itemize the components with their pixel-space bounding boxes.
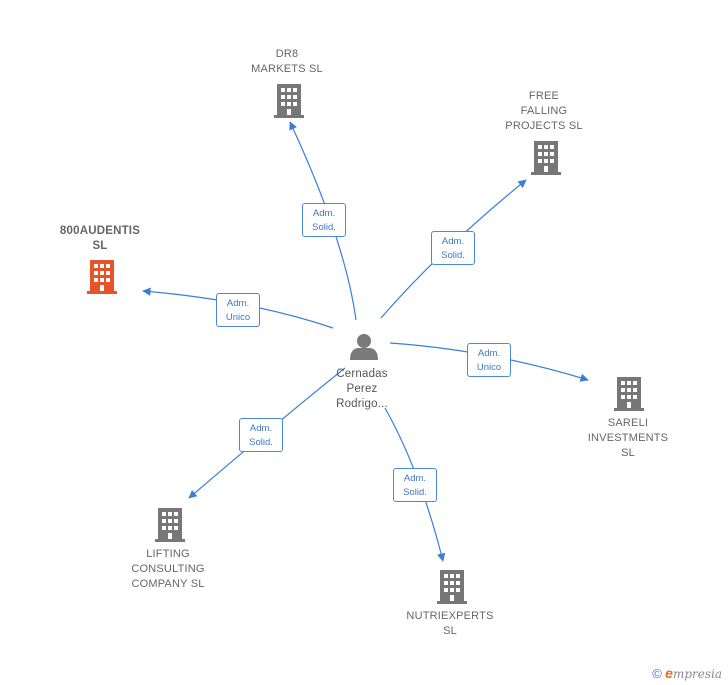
edge-badge-type: Solid.: [441, 250, 465, 261]
edge-badge-lifting: Adm. Solid.: [239, 418, 283, 452]
edge-badge-type: Unico: [476, 362, 502, 373]
node-label-lifting[interactable]: LIFTING CONSULTING COMPANY SL: [131, 548, 205, 590]
edge-badge-sareli: Adm. Unico: [467, 343, 511, 377]
node-label-audentis[interactable]: 800AUDENTIS SL: [59, 225, 141, 252]
node-label-nutri[interactable]: NUTRIEXPERTS SL: [406, 610, 494, 637]
edge-badge-type: Solid.: [249, 437, 273, 448]
edge-badge-role: Adm.: [441, 236, 465, 247]
building-icon-free[interactable]: [531, 141, 561, 175]
node-label-dr8[interactable]: DR8 MARKETS SL: [251, 48, 323, 75]
edge-badge-audentis: Adm. Unico: [216, 293, 260, 327]
edge-badge-free: Adm. Solid.: [431, 231, 475, 265]
brand-name: mpresia: [672, 667, 722, 681]
person-icon[interactable]: [350, 334, 378, 360]
building-icon-sareli[interactable]: [614, 377, 644, 411]
edge-badge-type: Solid.: [312, 222, 336, 233]
edge-badge-nutri: Adm. Solid.: [393, 468, 437, 502]
building-icon-audentis[interactable]: [87, 260, 117, 294]
node-label-free[interactable]: FREE FALLING PROJECTS SL: [505, 90, 583, 132]
edge-badge-role: Adm.: [403, 473, 427, 484]
edge-badge-type: Unico: [225, 312, 251, 323]
edge-badge-type: Solid.: [403, 487, 427, 498]
building-icon-nutri[interactable]: [437, 570, 467, 604]
building-icon-dr8[interactable]: [274, 84, 304, 118]
building-icon-lifting[interactable]: [155, 508, 185, 542]
node-label-sareli[interactable]: SARELI INVESTMENTS SL: [587, 417, 669, 459]
edge-badge-role: Adm.: [249, 423, 273, 434]
edge-badge-role: Adm.: [312, 208, 336, 219]
edge-badge-role: Adm.: [477, 348, 501, 359]
brand-logo-e: e: [665, 665, 673, 681]
edge-badge-role: Adm.: [226, 298, 250, 309]
edge-badge-dr8: Adm. Solid.: [302, 203, 346, 237]
person-label[interactable]: Cernadas Perez Rodrigo...: [336, 368, 388, 410]
footer-brand: © empresia: [652, 665, 722, 681]
copyright-symbol: ©: [652, 666, 662, 681]
